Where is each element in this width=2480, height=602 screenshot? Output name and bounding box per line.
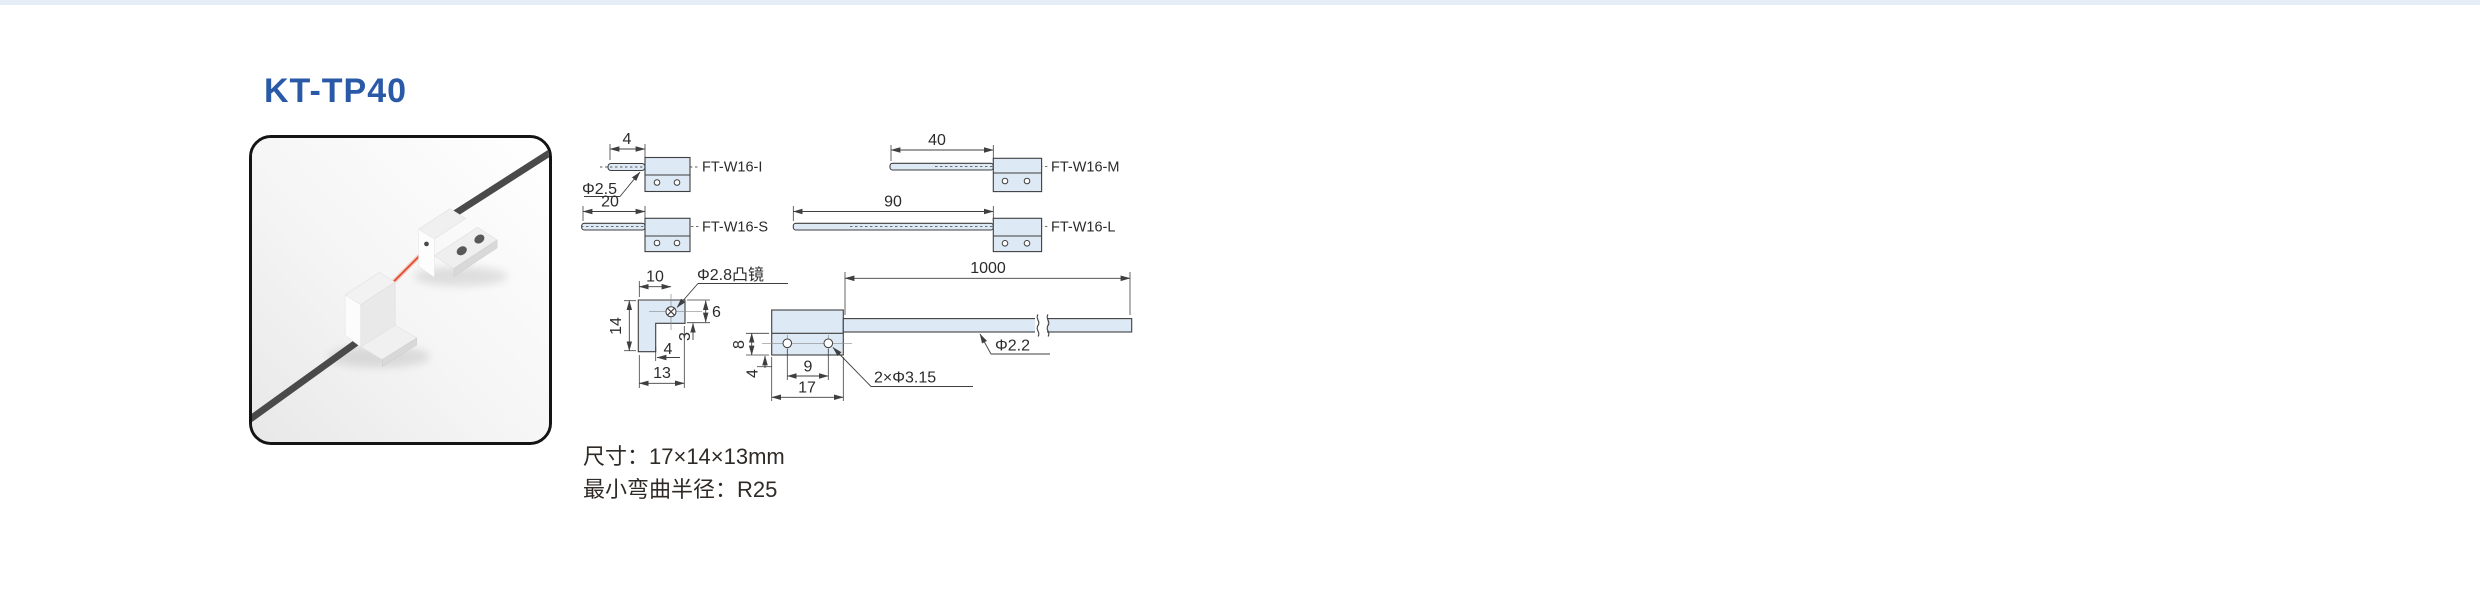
dim-mount-holes: 2×Φ3.15 <box>874 370 936 387</box>
dim-lens-depth: 6 <box>712 304 721 321</box>
spec-text: 尺寸：17×14×13mm 最小弯曲半径：R25 <box>583 440 785 506</box>
left-sensor-head <box>344 272 418 367</box>
product-photo <box>252 138 549 442</box>
drawing-side-view: 10 Φ2.8凸镜 14 6 3 4 13 <box>608 265 788 388</box>
dim-top-width: 10 <box>646 269 664 286</box>
spec-min-bend-radius: 最小弯曲半径：R25 <box>583 477 778 502</box>
spec-dimensions: 尺寸：17×14×13mm <box>583 444 785 469</box>
drawing-ft-w16-i: 4 FT-W16-I Φ2.5 <box>582 131 762 198</box>
dim-total-width: 13 <box>653 365 671 382</box>
mount-hole-2 <box>474 234 485 244</box>
dim-height: 14 <box>608 317 625 335</box>
dim-tip-length-i: 4 <box>623 131 632 148</box>
dim-leg-width: 4 <box>664 341 673 358</box>
dim-lens-step: 3 <box>677 332 694 341</box>
dim-body-width: 17 <box>798 380 816 397</box>
label-ft-w16-m: FT-W16-M <box>1051 160 1119 176</box>
dim-fiber-length: 1000 <box>970 260 1006 277</box>
dim-fiber-diameter: Φ2.2 <box>995 338 1030 355</box>
label-ft-w16-s: FT-W16-S <box>702 220 768 236</box>
label-ft-w16-l: FT-W16-L <box>1051 220 1115 236</box>
drawing-ft-w16-m: 40 FT-W16-M <box>889 132 1119 193</box>
dim-body-height: 8 <box>731 340 748 349</box>
label-ft-w16-i: FT-W16-I <box>702 160 762 176</box>
right-block-shadow <box>413 266 508 287</box>
right-sensor-head <box>418 208 498 278</box>
product-photo-frame <box>249 135 552 445</box>
dim-tip-diameter: Φ2.5 <box>582 181 617 198</box>
page-title: KT-TP40 <box>264 72 408 110</box>
drawing-front-view: 1000 Φ2.2 8 4 9 17 2×Φ3.15 <box>731 260 1133 401</box>
drawing-ft-w16-l: 90 FT-W16-L <box>792 194 1115 253</box>
fiber-cable-right <box>448 149 549 219</box>
dim-tip-length-l: 90 <box>884 194 902 211</box>
fiber-exit-hole <box>424 241 429 247</box>
label-lens: Φ2.8凸镜 <box>697 265 764 284</box>
page-top-border <box>0 0 2480 5</box>
drawing-ft-w16-s: 20 FT-W16-S <box>581 194 768 253</box>
dim-tip-length-m: 40 <box>928 132 946 149</box>
mount-hole-1 <box>456 246 467 256</box>
fiber-cable-left <box>252 329 374 423</box>
dim-hole-offset: 4 <box>745 369 762 378</box>
dim-tip-length-s: 20 <box>601 194 619 211</box>
technical-drawings: 4 FT-W16-I Φ2.5 40 FT-W16-M 20 <box>575 115 1200 415</box>
dim-hole-spacing: 9 <box>804 359 813 376</box>
